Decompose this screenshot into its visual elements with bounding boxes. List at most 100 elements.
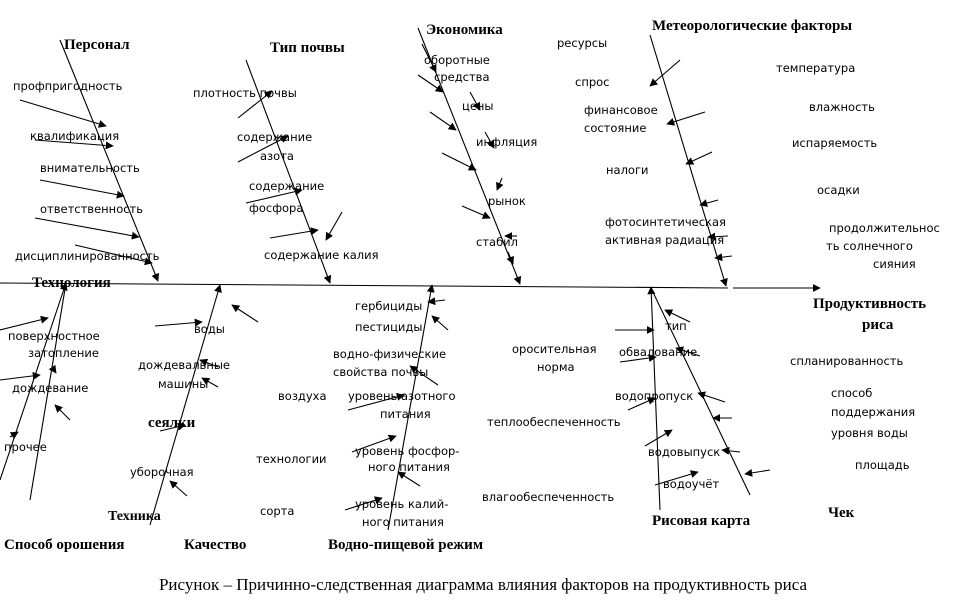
arrow-econ-6 [469,91,481,111]
cause-label: воды [194,322,225,336]
spine-line [0,282,729,289]
cause-label: водоучёт [663,477,719,491]
cause-label: обвалование [619,345,697,359]
arrow-meteo-3 [685,151,713,165]
arrow-personnel-1 [19,99,107,128]
bone-technology-2 [29,282,67,501]
cause-label: оросительная [512,342,597,356]
economy-items: оборотные средства цены инфляция рынок с… [424,36,726,249]
cause-label: воздуха [278,389,327,403]
meteo-items: температура влажность испаряемость осадк… [776,61,940,271]
category-rice-map: Рисовая карта [652,513,751,529]
cause-label: плотность почвы [193,86,297,100]
technology-items: поверхностное затопление дождевание проч… [4,329,100,454]
cause-label: цены [462,99,494,113]
cause-label: сорта [260,504,294,518]
category-seedlings: сеялки [148,415,196,431]
cause-label: финансовое [584,103,658,117]
cause-label: ного питания [368,460,450,474]
arrow-rice-5 [654,470,699,486]
category-economy: Экономика [426,22,503,38]
cause-label: фотосинтетическая [605,215,726,229]
arrow-econ-2 [417,74,444,93]
arrow-meteo-1 [649,59,681,87]
soil-items: плотность почвы содержание азота содержа… [193,86,379,262]
arrow-tech-3 [9,431,19,440]
cause-label: прочее [4,440,47,454]
cause-label: тип [665,319,687,333]
cause-label: затопление [28,346,99,360]
category-technology: Технология [32,275,111,291]
bone-quality [149,284,222,526]
cause-label: температура [776,61,855,75]
arrow-equip-1 [154,318,203,327]
middle-items: оросительная норма теплообеспеченность в… [482,342,621,504]
arrow-rice-3 [627,397,656,411]
cause-label: дисциплинированность [15,249,160,263]
cause-label: уровень калий- [355,497,448,511]
bone-personnel [59,39,159,282]
cause-label: поверхностное [8,329,100,343]
arrow-water-3 [409,365,439,386]
bone-soil [245,59,332,284]
cause-label: влажность [809,100,875,114]
cause-label: ть солнечного [826,239,913,253]
arrow-econ-10 [506,251,514,265]
cause-label: водопропуск [615,389,693,403]
cause-label: квалификация [30,129,119,143]
equipment-items: воды дождевальные машины уборочная [130,322,230,479]
category-labels: Персонал Тип почвы Экономика Метеорологи… [4,18,926,553]
arrow-econ-4 [441,152,477,171]
cause-label: состояние [584,121,646,135]
arrow-rice-11 [744,468,771,477]
arrow-meteo-4 [699,199,719,207]
fishbone-lines [0,27,821,531]
effect-label-line2: риса [862,317,894,333]
cause-label: пестициды [355,320,422,334]
cause-label: гербициды [355,299,422,313]
bone-technology [0,282,68,481]
arrow-econ-8 [496,177,504,191]
quality-items: воздуха технологии сорта [256,389,327,518]
arrow-water-4 [347,392,405,411]
arrow-equip-3 [199,358,219,368]
category-check: Чек [828,505,855,521]
cause-label: площадь [855,458,910,472]
cause-label: профпригодность [13,79,123,93]
arrow-meteo-6 [714,253,733,262]
arrow-econ-1 [421,43,437,73]
arrow-equip-5 [159,422,186,432]
cause-label: свойства почвы [333,365,428,379]
category-meteo: Метеорологические факторы [652,18,852,34]
cause-label: спрос [575,75,610,89]
cause-label: средства [434,70,490,84]
cause-label: содержание калия [264,248,379,262]
arrow-personnel-5 [74,244,153,266]
rice-map-items: тип обвалование водопропуск водовыпуск в… [615,319,720,491]
arrow-meteo-2 [666,111,706,126]
cause-label: содержание [237,130,312,144]
cause-label: активная радиация [605,233,724,247]
cause-label: спланированность [790,354,903,368]
cause-label: теплообеспеченность [487,415,621,429]
arrow-water-1 [427,297,446,306]
bone-water [387,284,435,531]
arrow-econ-3 [429,111,457,131]
arrow-personnel-3 [39,179,125,199]
cause-label: содержание [249,179,324,193]
arrow-rice-8 [697,391,726,403]
cause-label: азота [260,149,294,163]
arrow-tech-1 [0,315,49,331]
cause-label: поддержания [831,405,915,419]
cause-label: оборотные [424,53,490,67]
figure-caption: Рисунок – Причинно-следственная диаграмм… [159,575,808,594]
cause-label: влагообеспеченность [482,490,614,504]
category-irrigation-method: Способ орошения [4,537,124,553]
cause-label: фосфора [249,201,303,215]
arrow-tech-2 [0,371,41,381]
cause-label: сияния [873,257,916,271]
cause-label: дождевальные [138,358,230,372]
arrow-econ-5 [461,205,491,219]
category-quality: Качество [184,537,246,553]
arrow-water-7 [397,471,421,487]
